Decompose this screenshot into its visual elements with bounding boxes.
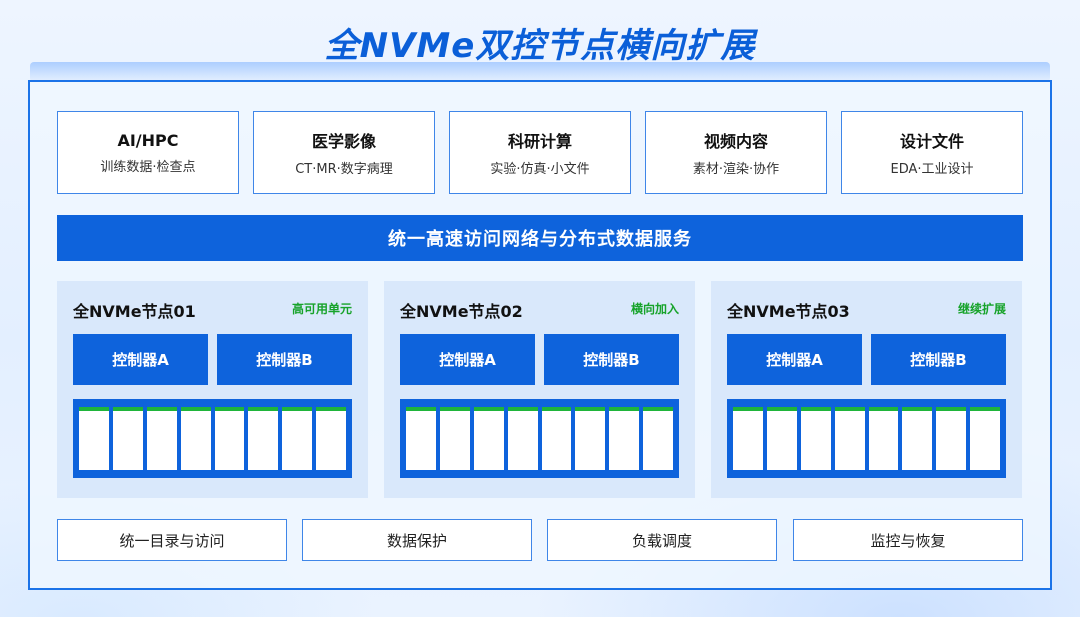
drive-tray (400, 399, 679, 478)
node-name: 全NVMe节点03 (727, 302, 850, 321)
nvme-node-01: 全NVMe节点01 高可用单元 控制器A 控制器B (57, 281, 368, 498)
workload-box-design-files: 设计文件 EDA·工业设计 (841, 111, 1023, 194)
nvme-drive (180, 407, 211, 470)
workload-title: 科研计算 (507, 132, 572, 151)
title-band (30, 62, 1050, 82)
nvme-drive (609, 407, 640, 470)
drive-tray (727, 399, 1006, 478)
nvme-drive (834, 407, 865, 470)
nvme-drive (248, 407, 279, 470)
nvme-drive (766, 407, 797, 470)
workload-box-research-computing: 科研计算 实验·仿真·小文件 (449, 111, 631, 194)
function-box-unified-directory: 统一目录与访问 (57, 519, 287, 561)
controller-a: 控制器A (727, 334, 862, 385)
nvme-drive (970, 407, 1000, 470)
nvme-drive (316, 407, 346, 470)
nvme-drive (902, 407, 933, 470)
nvme-drive (473, 407, 504, 470)
node-tag: 高可用单元 (291, 302, 352, 316)
nvme-drive (643, 407, 673, 470)
workload-subtitle: 实验·仿真·小文件 (490, 162, 590, 177)
drive-tray (73, 399, 352, 478)
nvme-drive (214, 407, 245, 470)
nvme-drive (146, 407, 177, 470)
nvme-drive (112, 407, 143, 470)
node-tag: 横向加入 (630, 302, 679, 316)
controller-a: 控制器A (73, 334, 208, 385)
nvme-drive (507, 407, 538, 470)
nvme-drive (541, 407, 572, 470)
workload-box-medical-imaging: 医学影像 CT·MR·数字病理 (253, 111, 435, 194)
nvme-drive (800, 407, 831, 470)
workload-subtitle: EDA·工业设计 (890, 162, 974, 177)
workload-box-ai-hpc: AI/HPC 训练数据·检查点 (57, 111, 239, 194)
node-name: 全NVMe节点01 (73, 302, 196, 321)
nvme-drive (282, 407, 313, 470)
page-title: 全NVMe双控节点横向扩展 (324, 26, 756, 66)
nvme-drive (79, 407, 109, 470)
controller-b: 控制器B (217, 334, 352, 385)
nvme-node-02: 全NVMe节点02 横向加入 控制器A 控制器B (384, 281, 695, 498)
workload-subtitle: 素材·渲染·协作 (692, 162, 780, 177)
workload-subtitle: 训练数据·检查点 (100, 159, 196, 175)
network-service-bar: 统一高速访问网络与分布式数据服务 (57, 215, 1023, 261)
nvme-drive (439, 407, 470, 470)
controller-b: 控制器B (544, 334, 679, 385)
nvme-drive (868, 407, 899, 470)
workload-title: 医学影像 (311, 132, 376, 151)
workload-title: 视频内容 (703, 132, 768, 151)
workload-subtitle: CT·MR·数字病理 (295, 162, 393, 177)
workload-box-video-content: 视频内容 素材·渲染·协作 (645, 111, 827, 194)
nvme-node-03: 全NVMe节点03 继续扩展 控制器A 控制器B (711, 281, 1022, 498)
workload-title: 设计文件 (899, 132, 964, 151)
function-box-monitoring-recovery: 监控与恢复 (793, 519, 1023, 561)
nvme-drive (936, 407, 967, 470)
node-name: 全NVMe节点02 (400, 302, 523, 321)
nvme-drive (733, 407, 763, 470)
node-tag: 继续扩展 (957, 302, 1006, 316)
controller-a: 控制器A (400, 334, 535, 385)
function-box-load-scheduling: 负载调度 (547, 519, 777, 561)
nvme-drive (575, 407, 606, 470)
function-box-data-protection: 数据保护 (302, 519, 532, 561)
workload-title: AI/HPC (117, 130, 179, 150)
nvme-drive (406, 407, 436, 470)
controller-b: 控制器B (871, 334, 1006, 385)
